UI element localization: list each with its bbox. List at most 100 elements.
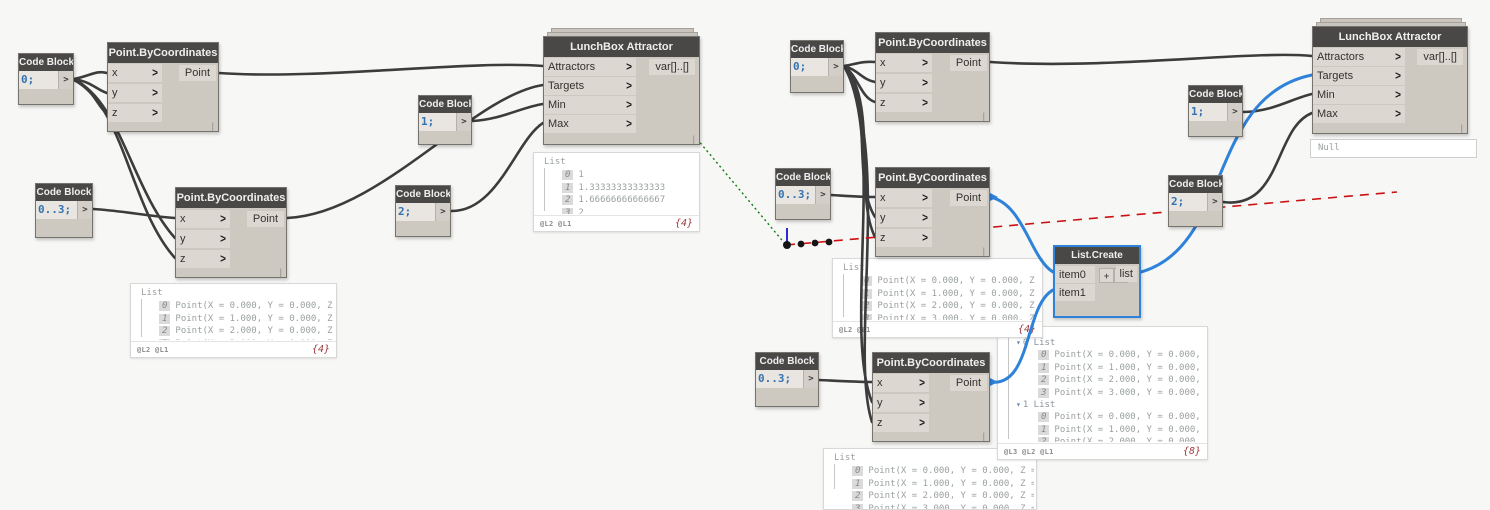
node-title[interactable]: List.Create <box>1055 247 1139 264</box>
wire-cbrangebot-to-pbc5-x[interactable] <box>817 378 874 384</box>
code-block-node-left-zero[interactable]: Code Block 0; > <box>18 53 74 105</box>
node-title[interactable]: Code Block <box>1189 86 1242 103</box>
list-create-node[interactable]: List.Create item0 item1 + - list <box>1053 245 1141 318</box>
output-port-point[interactable]: Point <box>178 65 216 81</box>
node-title[interactable]: LunchBox Attractor <box>544 37 699 57</box>
code-block-node-right-zero[interactable]: Code Block 0; > <box>790 40 844 93</box>
input-port-max[interactable]: Max> <box>544 115 636 133</box>
code-block-value[interactable]: 0; <box>19 71 58 89</box>
wire-pbc1-to-lunchbox-attractors[interactable] <box>217 63 545 76</box>
wire-cbrangemid-to-pbc4-x[interactable] <box>829 193 877 199</box>
lacing-indicator[interactable]: | <box>982 111 985 121</box>
input-port-x[interactable]: x> <box>108 64 162 82</box>
output-port-point[interactable]: Point <box>949 375 987 391</box>
input-port-min[interactable]: Min> <box>1313 86 1405 104</box>
list-group-header[interactable]: ▾1 List <box>1004 399 1205 411</box>
input-port-z[interactable]: z> <box>873 414 929 432</box>
wire-cb0r-to-pbc4-z[interactable] <box>842 64 877 239</box>
node-title[interactable]: Code Block <box>791 41 843 58</box>
code-block-value[interactable]: 1; <box>419 113 456 131</box>
code-block-value[interactable]: 0..3; <box>756 370 803 388</box>
input-port-y[interactable]: y> <box>873 394 929 412</box>
wire-cb0r-to-pbc3-y[interactable] <box>842 64 877 84</box>
wire-cb0r-to-pbc4-y[interactable] <box>842 64 877 219</box>
output-port-point[interactable]: Point <box>246 211 284 227</box>
add-input-button[interactable]: + <box>1099 268 1114 283</box>
wire-pbc3-to-lunchboxr-attractors[interactable] <box>988 53 1314 66</box>
input-port-x[interactable]: x> <box>876 54 932 72</box>
wire-cb0-to-pbc1-y[interactable] <box>72 77 109 95</box>
node-title[interactable]: Point.ByCoordinates <box>873 353 989 373</box>
lacing-indicator[interactable]: | <box>279 267 282 277</box>
node-title[interactable]: Code Block <box>1169 176 1222 193</box>
lacing-indicator[interactable]: | <box>982 246 985 256</box>
output-port-point[interactable]: Point <box>949 55 987 71</box>
code-block-value[interactable]: 1; <box>1189 103 1227 121</box>
input-port-z[interactable]: z> <box>876 94 932 112</box>
output-port[interactable]: > <box>1227 103 1242 121</box>
point-bycoordinates-node-5[interactable]: Point.ByCoordinates x> y> z> Point | <box>872 352 990 442</box>
code-block-node-left-one[interactable]: Code Block 1; > <box>418 95 472 145</box>
input-port-x[interactable]: x> <box>176 210 230 228</box>
input-port-item0[interactable]: item0 <box>1055 266 1095 283</box>
lunchbox-attractor-node-left[interactable]: LunchBox Attractor Attractors> Targets> … <box>543 36 700 145</box>
list-group-header[interactable]: ▾0 List <box>1004 337 1205 349</box>
input-port-targets[interactable]: Targets> <box>1313 67 1405 85</box>
output-port-var[interactable]: var[]..[] <box>1417 49 1463 65</box>
code-block-node-right-range-mid[interactable]: Code Block 0..3; > <box>775 168 831 220</box>
code-block-value[interactable]: 0; <box>791 58 828 76</box>
output-port-var[interactable]: var[]..[] <box>649 59 695 75</box>
output-port[interactable]: > <box>828 58 843 76</box>
point-bycoordinates-node-3[interactable]: Point.ByCoordinates x> y> z> Point | <box>875 32 990 122</box>
output-port[interactable]: > <box>58 71 73 89</box>
node-title[interactable]: Code Block <box>36 184 92 201</box>
node-title[interactable]: Code Block <box>756 353 818 370</box>
collapse-triangle-icon[interactable]: ▾ <box>1016 338 1021 347</box>
node-title[interactable]: Point.ByCoordinates <box>876 33 989 53</box>
lacing-indicator[interactable]: | <box>1460 123 1463 133</box>
input-port-y[interactable]: y> <box>876 74 932 92</box>
wire-cb0r-to-pbc5-z[interactable] <box>842 64 874 424</box>
input-port-z[interactable]: z> <box>176 250 230 268</box>
output-port[interactable]: > <box>803 370 818 388</box>
code-block-value[interactable]: 0..3; <box>776 186 815 204</box>
output-port[interactable]: > <box>456 113 471 131</box>
input-port-z[interactable]: z> <box>108 104 162 122</box>
wire-cb0r-to-pbc3-x[interactable] <box>842 60 877 68</box>
input-port-max[interactable]: Max> <box>1313 105 1405 123</box>
node-title[interactable]: Code Block <box>419 96 471 113</box>
node-title[interactable]: Code Block <box>776 169 830 186</box>
lunchbox-attractor-node-right[interactable]: LunchBox Attractor Attractors> Targets> … <box>1312 26 1468 134</box>
input-port-y[interactable]: y> <box>876 209 932 227</box>
code-block-node-left-range[interactable]: Code Block 0..3; > <box>35 183 93 238</box>
output-port-point[interactable]: Point <box>949 190 987 206</box>
input-port-attractors[interactable]: Attractors> <box>1313 48 1405 66</box>
wire-cb0r-to-pbc5-y[interactable] <box>842 64 874 404</box>
collapse-triangle-icon[interactable]: ▾ <box>1016 400 1021 409</box>
code-block-value[interactable]: 0..3; <box>36 201 77 219</box>
node-title[interactable]: Point.ByCoordinates <box>108 43 218 63</box>
code-block-value[interactable]: 2; <box>1169 193 1207 211</box>
wire-cb1r-to-lunchboxr-min[interactable] <box>1241 92 1314 114</box>
node-title[interactable]: Point.ByCoordinates <box>876 168 989 188</box>
input-port-x[interactable]: x> <box>873 374 929 392</box>
wire-cb0r-to-pbc3-z[interactable] <box>842 64 877 104</box>
code-block-node-left-two[interactable]: Code Block 2; > <box>395 185 451 237</box>
node-title[interactable]: LunchBox Attractor <box>1313 27 1467 47</box>
output-port-list[interactable]: list <box>1115 266 1137 282</box>
code-block-node-right-two[interactable]: Code Block 2; > <box>1168 175 1223 227</box>
input-port-y[interactable]: y> <box>108 84 162 102</box>
input-port-targets[interactable]: Targets> <box>544 77 636 95</box>
node-title[interactable]: Point.ByCoordinates <box>176 188 286 208</box>
wire-cb0-to-pbc1-x[interactable] <box>72 70 109 81</box>
code-block-value[interactable]: 2; <box>396 203 435 221</box>
output-port[interactable]: > <box>1207 193 1222 211</box>
node-title[interactable]: Code Block <box>396 186 450 203</box>
code-block-node-right-one[interactable]: Code Block 1; > <box>1188 85 1243 137</box>
input-port-z[interactable]: z> <box>876 229 932 247</box>
input-port-y[interactable]: y> <box>176 230 230 248</box>
output-port[interactable]: > <box>815 186 830 204</box>
input-port-item1[interactable]: item1 <box>1055 284 1095 301</box>
node-title[interactable]: Code Block <box>19 54 73 71</box>
